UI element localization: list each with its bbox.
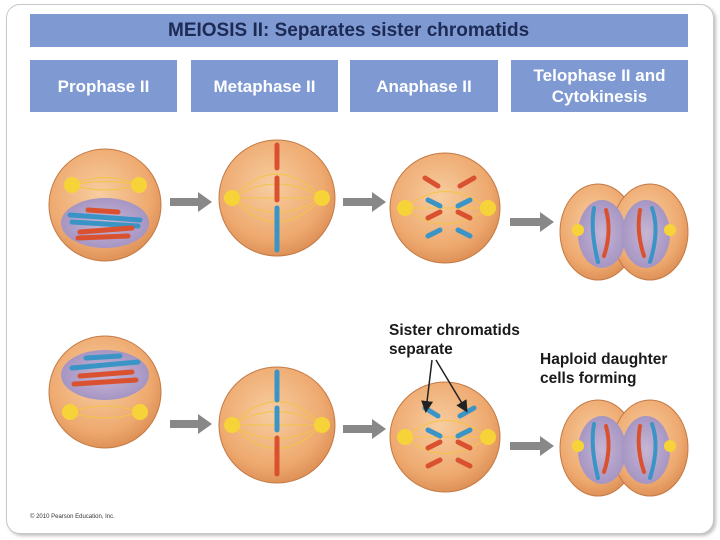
centrosome-icon xyxy=(314,190,330,206)
chromosomes xyxy=(67,207,143,241)
nucleus xyxy=(622,200,670,268)
cell-prophase-bottom xyxy=(48,335,162,449)
cell-prophase-top xyxy=(48,148,162,262)
arrow-icon xyxy=(170,192,212,212)
title-text: MEIOSIS II: Separates sister chromatids xyxy=(168,20,530,41)
chromosomes xyxy=(422,175,477,239)
arrow-icon xyxy=(170,414,212,434)
annotation-pointers xyxy=(421,359,468,413)
cell-telophase-top xyxy=(559,183,689,281)
centrosome-icon xyxy=(224,417,240,433)
nucleus xyxy=(578,200,626,268)
centrosome-icon xyxy=(314,417,330,433)
phase-header-telophase: Telophase II and Cytokinesis xyxy=(511,60,688,112)
arrow-icon xyxy=(510,436,554,456)
phase-header-prophase: Prophase II xyxy=(30,60,177,112)
spindle-fibers xyxy=(404,420,489,454)
phase-label: Metaphase II xyxy=(213,76,316,96)
annotation-haploid-cells: Haploid daughter cells forming xyxy=(540,351,668,387)
nucleus xyxy=(578,416,626,484)
cell-metaphase-bottom xyxy=(218,366,336,484)
phase-header-metaphase: Metaphase II xyxy=(191,60,338,112)
centrosome-icon xyxy=(224,190,240,206)
centrosome-icon xyxy=(572,224,584,236)
spindle-fibers xyxy=(404,191,489,225)
arrow-icon xyxy=(343,192,386,212)
centrosome-icon xyxy=(480,200,496,216)
phase-label: Prophase II xyxy=(57,76,150,96)
phase-label: Anaphase II xyxy=(376,76,472,96)
centrosome-icon xyxy=(397,429,413,445)
arrow-icon xyxy=(343,419,386,439)
centrosome-icon xyxy=(132,404,148,420)
centrosome-icon xyxy=(664,440,676,452)
centrosome-icon xyxy=(664,224,676,236)
title-bar: MEIOSIS II: Separates sister chromatids xyxy=(30,14,688,47)
centrosome-icon xyxy=(64,177,80,193)
chromosomes xyxy=(590,206,658,264)
centrosome-icon xyxy=(131,177,147,193)
cell-metaphase-top xyxy=(218,139,336,257)
arrow-icon xyxy=(510,212,554,232)
phase-header-anaphase: Anaphase II xyxy=(350,60,498,112)
cell-anaphase-bottom xyxy=(389,381,501,493)
copyright-text: © 2010 Pearson Education, Inc. xyxy=(30,514,115,520)
centrosome-icon xyxy=(397,200,413,216)
annotation-sister-chromatids: Sister chromatids separate xyxy=(389,322,520,358)
centrosome-icon xyxy=(62,404,78,420)
centrosome-icon xyxy=(480,429,496,445)
chromosomes xyxy=(422,405,477,469)
phase-label: Telophase II and Cytokinesis xyxy=(533,66,666,106)
cell-telophase-bottom xyxy=(559,399,689,497)
centrosome-icon xyxy=(572,440,584,452)
nucleus xyxy=(622,416,670,484)
cell-anaphase-top xyxy=(389,152,501,264)
chromosomes xyxy=(69,353,141,387)
chromosomes xyxy=(590,422,658,480)
